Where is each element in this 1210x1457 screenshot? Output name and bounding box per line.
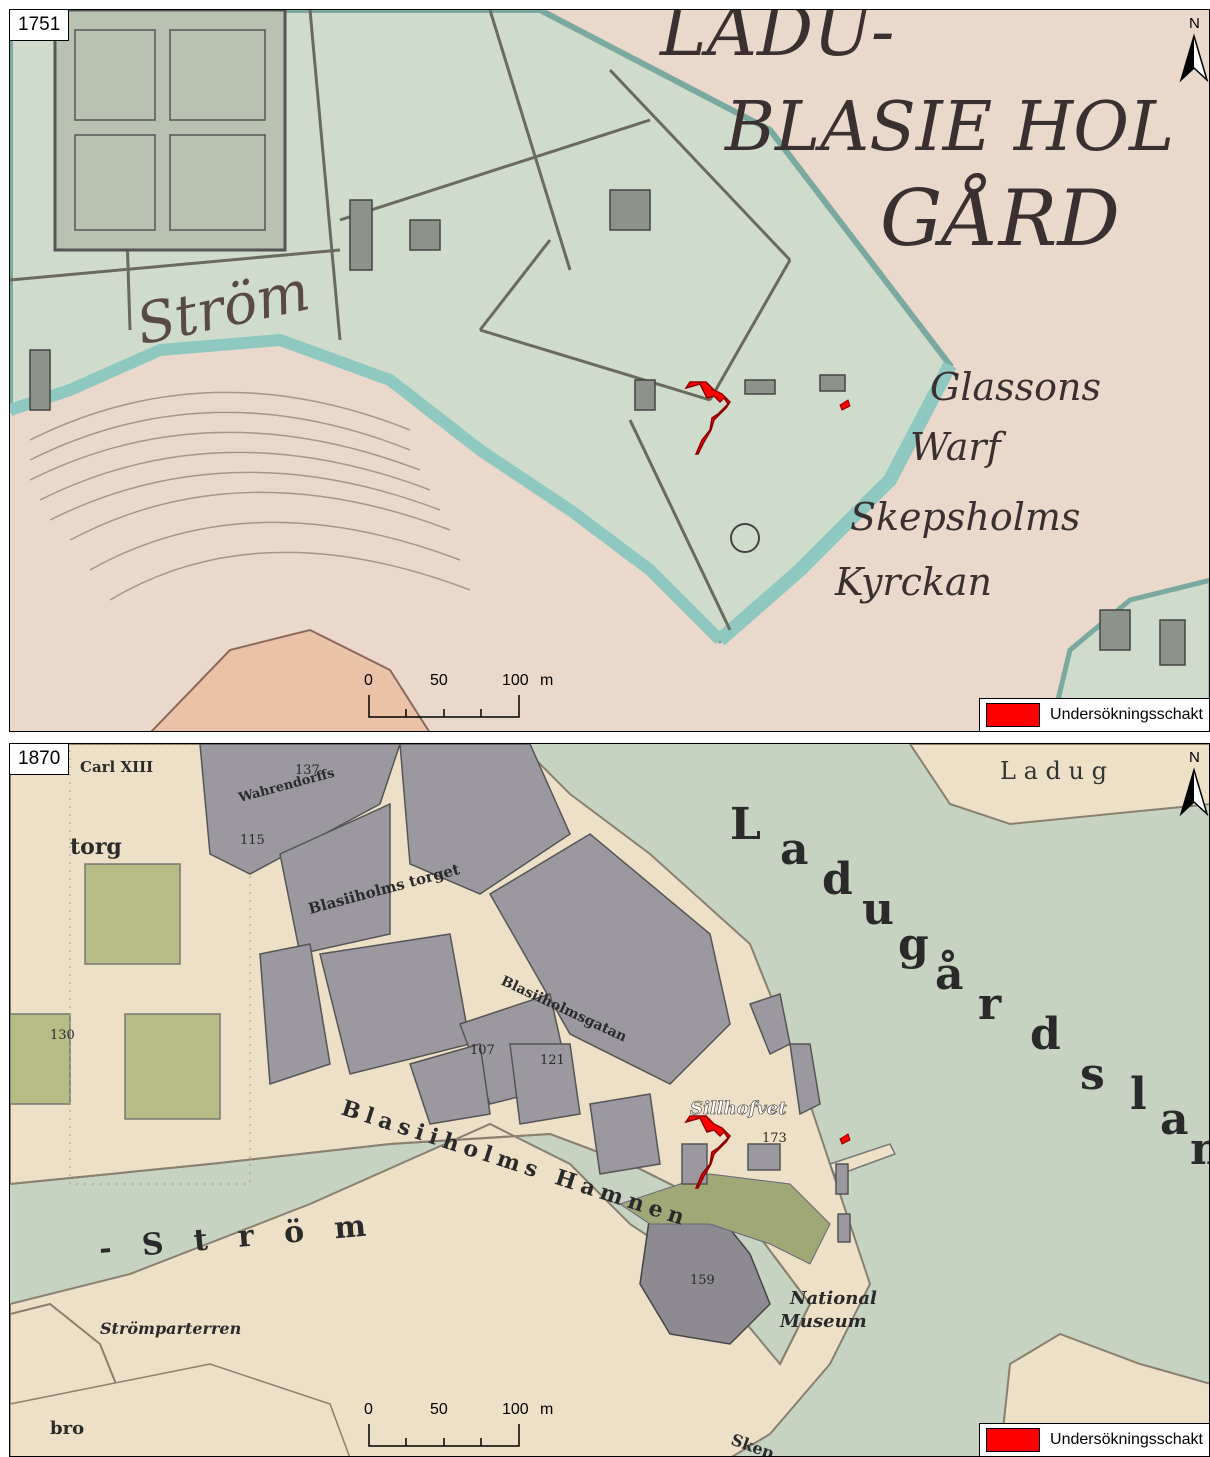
legend-label: Undersökningsschakt — [1050, 706, 1203, 723]
quay-edge — [10, 1132, 812, 1365]
label-ladu: LADU- — [658, 10, 895, 72]
shore-hatching — [29, 391, 471, 601]
torg-square — [69, 744, 251, 1185]
label-kyrkan: Kyrckan — [834, 560, 992, 604]
ladugardslandet-letter: s — [1080, 1049, 1105, 1100]
ladugardslandet-shore — [908, 744, 1209, 826]
label-ladugardslandet: L a d u g å r d s l a n — [730, 799, 1210, 1175]
label-sillhofvet: Sillhofvet — [690, 1098, 787, 1119]
ladugardslandet-letter: d — [822, 854, 853, 905]
scale-tick-50: 50 — [430, 672, 448, 689]
label-bro: bro — [50, 1418, 84, 1439]
scale-tick-0: 0 — [364, 1401, 373, 1418]
ladugardslandet-letter: L — [730, 799, 761, 850]
scale-bar: 0 50 100 m — [364, 672, 553, 718]
year-label: 1870 — [10, 744, 70, 775]
scale-unit: m — [540, 672, 553, 689]
ladugardslandet-letter: å — [935, 949, 964, 1000]
north-arrow-icon: N — [1179, 15, 1209, 83]
label-torg: torg — [70, 834, 122, 860]
southwest-land — [10, 1363, 351, 1456]
label-glassons: Glassons — [930, 365, 1101, 409]
southern-land — [150, 628, 430, 731]
ladugardslandet-letter: l — [1130, 1069, 1147, 1120]
north-label: N — [1189, 749, 1200, 766]
legend-swatch — [986, 1428, 1041, 1452]
label-159: 159 — [690, 1273, 715, 1288]
label-115: 115 — [240, 833, 265, 848]
label-national: National — [789, 1288, 877, 1309]
ladugardslandet-letter: d — [1030, 1009, 1061, 1060]
year-label: 1751 — [10, 10, 70, 41]
label-skepsholms: Skepsholms — [850, 495, 1080, 539]
survey-trench-marker — [684, 1115, 851, 1189]
label-museum: Museum — [779, 1311, 867, 1332]
scale-unit: m — [540, 1401, 553, 1418]
label-173: 173 — [762, 1131, 787, 1146]
buildings — [29, 189, 1186, 666]
ladugardslandet-letter: a — [780, 824, 809, 875]
scale-bar: 0 50 100 m — [364, 1401, 553, 1447]
church-symbol — [730, 523, 760, 553]
square-gardens — [10, 863, 221, 1120]
museum-park — [618, 1173, 831, 1265]
label-130: 130 — [50, 1028, 75, 1043]
legend: Undersökningsschakt — [979, 1423, 1209, 1456]
scale-tick-100: 100 — [502, 672, 529, 689]
label-137: 137 — [295, 763, 320, 778]
label-gard: GÅRD — [880, 172, 1120, 264]
scale-tick-0: 0 — [364, 672, 373, 689]
legend: Undersökningsschakt — [979, 698, 1209, 731]
legend-swatch — [986, 703, 1041, 727]
teal-shoreline — [715, 361, 957, 646]
ladugardslandet-letter: u — [862, 884, 894, 935]
label-carl-xiii: Carl XIII — [80, 758, 153, 776]
ladugardslandet-letter: g — [898, 919, 929, 970]
north-label: N — [1189, 15, 1200, 32]
sillhofvet-buildings — [681, 1143, 851, 1243]
map-panel-1870: L a d u g L a d u g å r d s l a n Blasii… — [9, 743, 1210, 1457]
label-107: 107 — [470, 1043, 495, 1058]
historic-map-1870: L a d u g L a d u g å r d s l a n Blasii… — [10, 744, 1210, 1456]
building-blocks — [199, 744, 821, 1175]
map-panel-1751: LADU- BLASIE HOL GÅRD Ström Glassons War… — [9, 9, 1210, 732]
survey-trench-marker — [684, 381, 851, 455]
scale-tick-50: 50 — [430, 1401, 448, 1418]
ladugardslandet-letter: r — [978, 979, 1002, 1030]
ladugardslandet-letter: a — [1160, 1094, 1189, 1145]
street-grid — [10, 10, 792, 631]
ladugardslandet-letter: n — [1190, 1124, 1210, 1175]
label-ladug-top: L a d u g — [1000, 757, 1107, 785]
garden-pattern — [74, 29, 266, 231]
teal-shoreline-south — [10, 333, 725, 645]
legend-label: Undersökningsschakt — [1050, 1431, 1203, 1448]
scale-tick-100: 100 — [502, 1401, 529, 1418]
label-121: 121 — [540, 1053, 565, 1068]
historic-map-1751: LADU- BLASIE HOL GÅRD Ström Glassons War… — [10, 10, 1209, 731]
label-warf: Warf — [910, 425, 1007, 469]
north-arrow-icon: N — [1179, 749, 1209, 817]
label-stromparterren: Strömparterren — [100, 1319, 241, 1338]
skeppsholmen-land — [1047, 577, 1209, 731]
label-blasieholm: BLASIE HOL — [723, 88, 1174, 167]
